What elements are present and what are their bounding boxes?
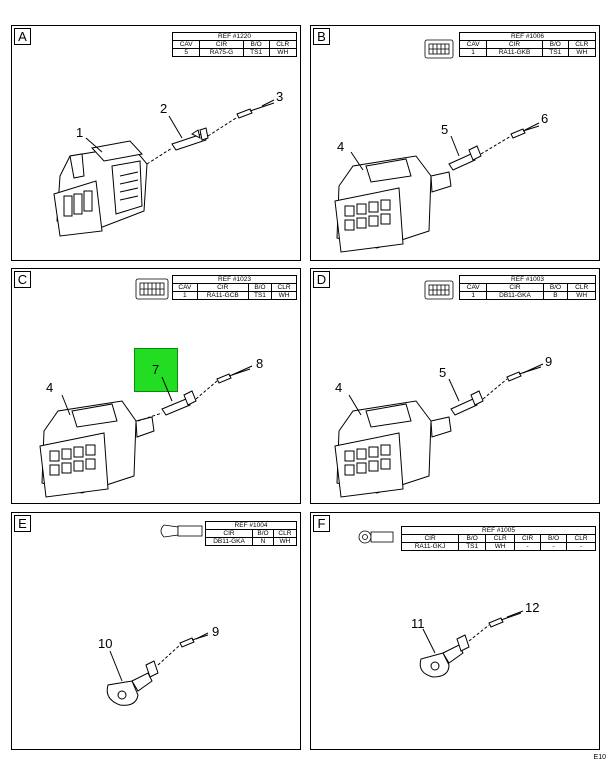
callout-12: 12 bbox=[525, 600, 540, 615]
ref-cell: N bbox=[252, 537, 274, 546]
ref-header: B/O bbox=[542, 283, 569, 292]
panel-label: C bbox=[14, 271, 31, 288]
panel-label: D bbox=[313, 271, 330, 288]
ref-cell: RA11-GKB bbox=[486, 48, 543, 57]
ref-header: CLR bbox=[566, 534, 596, 543]
ref-header: B/O bbox=[540, 534, 568, 543]
ref-header: CLR bbox=[271, 283, 297, 292]
figure-id: E10 bbox=[593, 754, 606, 761]
callout-5: 5 bbox=[439, 365, 447, 380]
terminal-drawing bbox=[358, 530, 524, 678]
connector-drawing bbox=[53, 99, 275, 237]
ref-cell: - bbox=[514, 542, 542, 551]
ref-cell: WH bbox=[567, 291, 596, 300]
ref-header: CIR bbox=[514, 534, 542, 543]
ref-header: B/O bbox=[458, 534, 487, 543]
ref-cell: - bbox=[566, 542, 596, 551]
callout-5: 5 bbox=[441, 122, 449, 137]
ref-cell: TS1 bbox=[458, 542, 487, 551]
ref-cell: - bbox=[540, 542, 568, 551]
connector-drawing bbox=[334, 39, 540, 253]
ref-header: CLR bbox=[567, 40, 597, 49]
ref-header: CIR bbox=[196, 283, 249, 292]
ref-title: REF #1005 bbox=[401, 526, 596, 535]
ref-title: REF #1023 bbox=[172, 275, 297, 284]
ref-header: B/O bbox=[252, 529, 274, 538]
panel-label: B bbox=[313, 28, 330, 45]
panel-label: F bbox=[313, 515, 330, 532]
callout-10: 10 bbox=[98, 636, 113, 651]
terminal-drawing bbox=[106, 524, 209, 706]
connector-drawing bbox=[334, 280, 544, 498]
callout-6: 6 bbox=[541, 111, 549, 126]
ref-cell: 5 bbox=[171, 48, 201, 57]
ref-header: CIR bbox=[204, 529, 254, 538]
ref-header: CAV bbox=[172, 283, 198, 292]
callout-11: 11 bbox=[411, 616, 425, 631]
highlight-box bbox=[134, 348, 178, 392]
ref-cell: RA11-GKJ bbox=[400, 542, 460, 551]
callout-9: 9 bbox=[545, 354, 553, 369]
ref-cell: 1 bbox=[458, 291, 488, 300]
ref-title: REF #1006 bbox=[459, 32, 596, 41]
ref-cell: WH bbox=[272, 537, 298, 546]
ref-title: REF #1003 bbox=[459, 275, 596, 284]
callout-8: 8 bbox=[256, 356, 264, 371]
ref-header: CIR bbox=[486, 283, 544, 292]
ref-cell: TS1 bbox=[541, 48, 569, 57]
callout-9: 9 bbox=[212, 624, 220, 639]
ref-cell: WH bbox=[271, 291, 297, 300]
callout-4: 4 bbox=[337, 139, 345, 154]
ref-cell: RA11-GCB bbox=[196, 291, 249, 300]
ref-header: B/O bbox=[541, 40, 569, 49]
ref-header: CIR bbox=[486, 40, 543, 49]
panel-label: A bbox=[14, 28, 31, 45]
ref-header: B/O bbox=[247, 283, 273, 292]
ref-cell: WH bbox=[268, 48, 298, 57]
callout-3: 3 bbox=[276, 89, 284, 104]
callout-1: 1 bbox=[76, 125, 84, 140]
ref-cell: 1 bbox=[458, 48, 488, 57]
panel-label: E bbox=[14, 515, 31, 532]
ref-cell: TS1 bbox=[247, 291, 273, 300]
ref-cell: B bbox=[542, 291, 569, 300]
ref-header: CLR bbox=[567, 283, 596, 292]
ref-cell: RA75-G bbox=[199, 48, 244, 57]
ref-cell: DB11-GKA bbox=[486, 291, 544, 300]
ref-header: CLR bbox=[485, 534, 516, 543]
callout-4: 4 bbox=[46, 380, 54, 395]
ref-cell: DB11-GKA bbox=[204, 537, 254, 546]
callout-7: 7 bbox=[152, 362, 160, 377]
panel-b: B REF #100 bbox=[310, 25, 600, 261]
callout-4: 4 bbox=[335, 380, 343, 395]
ref-header: CAV bbox=[458, 40, 488, 49]
connector-drawing bbox=[39, 278, 253, 498]
ref-cell: WH bbox=[567, 48, 597, 57]
ref-cell: WH bbox=[485, 542, 516, 551]
callout-2: 2 bbox=[160, 101, 168, 116]
ref-header: CLR bbox=[272, 529, 298, 538]
ref-cell: 1 bbox=[172, 291, 198, 300]
ref-title: REF #1004 bbox=[205, 521, 297, 530]
ref-header: CIR bbox=[400, 534, 460, 543]
ref-header: CAV bbox=[458, 283, 488, 292]
